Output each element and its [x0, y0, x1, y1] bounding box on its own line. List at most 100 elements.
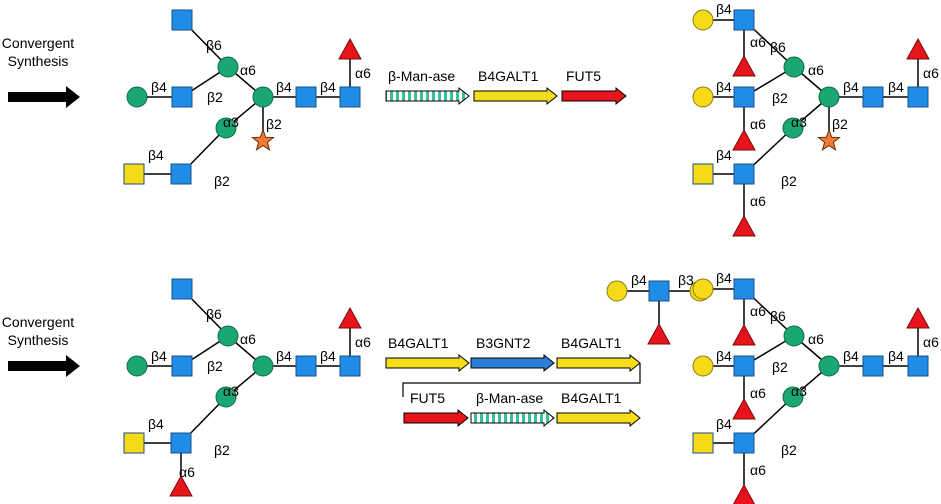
linkage-label: α3 — [791, 114, 807, 130]
linkage-label: β4 — [148, 147, 164, 163]
synthesis-label-line2: Synthesis — [8, 332, 69, 348]
linkage-label: α3 — [791, 383, 807, 399]
linkage-label: β4 — [148, 416, 164, 432]
fucose-triangle — [732, 323, 756, 346]
glcnac-square — [862, 355, 884, 377]
mannose-circle — [783, 325, 805, 347]
linkage-label: β2 — [832, 116, 848, 132]
linkage-label: β4 — [276, 79, 292, 95]
mannose-circle — [126, 86, 148, 108]
glcnac-square — [648, 280, 670, 302]
mannose-circle — [215, 117, 237, 139]
fucose-triangle — [732, 54, 756, 77]
fucose-triangle — [338, 37, 362, 60]
mannose-circle — [818, 86, 840, 108]
fucose-triangle — [732, 128, 756, 151]
fucose-triangle — [732, 483, 756, 504]
enzyme-label: B4GALT1 — [478, 68, 539, 84]
beta-mannosidase-arrow — [385, 86, 470, 106]
monosaccharide-symbols — [123, 9, 930, 504]
linkage-label: α6 — [750, 303, 766, 319]
mannose-circle — [782, 386, 804, 408]
fucose-triangle — [732, 214, 756, 237]
linkage-label: β4 — [888, 348, 904, 364]
linkage-label: β3 — [678, 272, 694, 288]
linkage-label: β4 — [151, 79, 167, 95]
enzyme-label: B4GALT1 — [561, 335, 622, 351]
glcnac-square — [171, 86, 193, 108]
b4galt1-arrow — [385, 353, 470, 373]
glcnac-square — [295, 355, 317, 377]
linkage-label: β4 — [843, 348, 859, 364]
glcnac-square — [733, 278, 755, 300]
linkage-label: β4 — [716, 147, 732, 163]
linkage-label: α6 — [240, 62, 256, 78]
galnac-square — [692, 163, 714, 185]
glcnac-square — [733, 163, 755, 185]
fucose-triangle — [169, 474, 193, 497]
galactose-circle — [692, 9, 714, 31]
linkage-label: α6 — [808, 62, 824, 78]
xylose-star — [817, 128, 841, 152]
galnac-square — [123, 432, 145, 454]
b3gnt2-arrow — [470, 353, 555, 373]
b4galt1-arrow — [473, 86, 558, 106]
glcnac-square — [170, 432, 192, 454]
enzyme-label: β-Man-ase — [476, 390, 543, 406]
enzyme-label: B4GALT1 — [388, 335, 449, 351]
linkage-label: β2 — [781, 442, 797, 458]
enzyme-label: B3GNT2 — [476, 335, 531, 351]
convergent-arrow — [8, 86, 80, 108]
linkage-label: α6 — [808, 331, 824, 347]
mannose-circle — [252, 86, 274, 108]
linkage-label: α6 — [240, 331, 256, 347]
linkage-label: α6 — [923, 65, 939, 81]
beta-mannosidase-arrow — [470, 408, 555, 428]
glcnac-square — [339, 355, 361, 377]
glcnac-square — [733, 355, 755, 377]
mannose-circle — [217, 56, 239, 78]
convergent-label-line1: Convergent — [2, 314, 74, 330]
linkage-label: β6 — [770, 39, 786, 55]
linkage-label: β4 — [716, 348, 732, 364]
fucose-triangle — [647, 322, 671, 345]
linkage-label: β6 — [206, 306, 222, 322]
fut5-arrow — [561, 86, 627, 106]
glcnac-square — [733, 432, 755, 454]
linkage-label: α3 — [223, 383, 239, 399]
mannose-circle — [215, 386, 237, 408]
linkage-label: β2 — [772, 359, 788, 375]
linkage-label: α6 — [923, 334, 939, 350]
galnac-square — [692, 432, 714, 454]
glcnac-square — [907, 355, 929, 377]
galactose-circle — [692, 278, 714, 300]
linkage-label: α6 — [750, 193, 766, 209]
galnac-square — [123, 163, 145, 185]
linkage-label: β2 — [781, 173, 797, 189]
linkage-label: β4 — [276, 348, 292, 364]
linkage-label: α6 — [750, 116, 766, 132]
linkage-label: α6 — [179, 464, 195, 480]
fucose-triangle — [338, 306, 362, 329]
mannose-circle — [126, 355, 148, 377]
b4galt1-arrow — [556, 408, 641, 428]
linkage-label: α3 — [223, 114, 239, 130]
b4galt1-arrow — [556, 353, 641, 373]
linkage-label: α6 — [750, 385, 766, 401]
glcnac-square — [907, 86, 929, 108]
enzyme-label: FUT5 — [566, 68, 601, 84]
linkage-label: β4 — [888, 79, 904, 95]
mannose-circle — [217, 325, 239, 347]
glcnac-square — [295, 86, 317, 108]
linkage-label: α6 — [355, 334, 371, 350]
linkage-label: β4 — [843, 79, 859, 95]
linkage-label: β4 — [716, 270, 732, 286]
linkage-label: β2 — [207, 89, 223, 105]
fucose-triangle — [906, 37, 930, 60]
mannose-circle — [252, 355, 274, 377]
linkage-label: α6 — [355, 65, 371, 81]
mannose-circle — [818, 355, 840, 377]
glcnac-square — [171, 355, 193, 377]
